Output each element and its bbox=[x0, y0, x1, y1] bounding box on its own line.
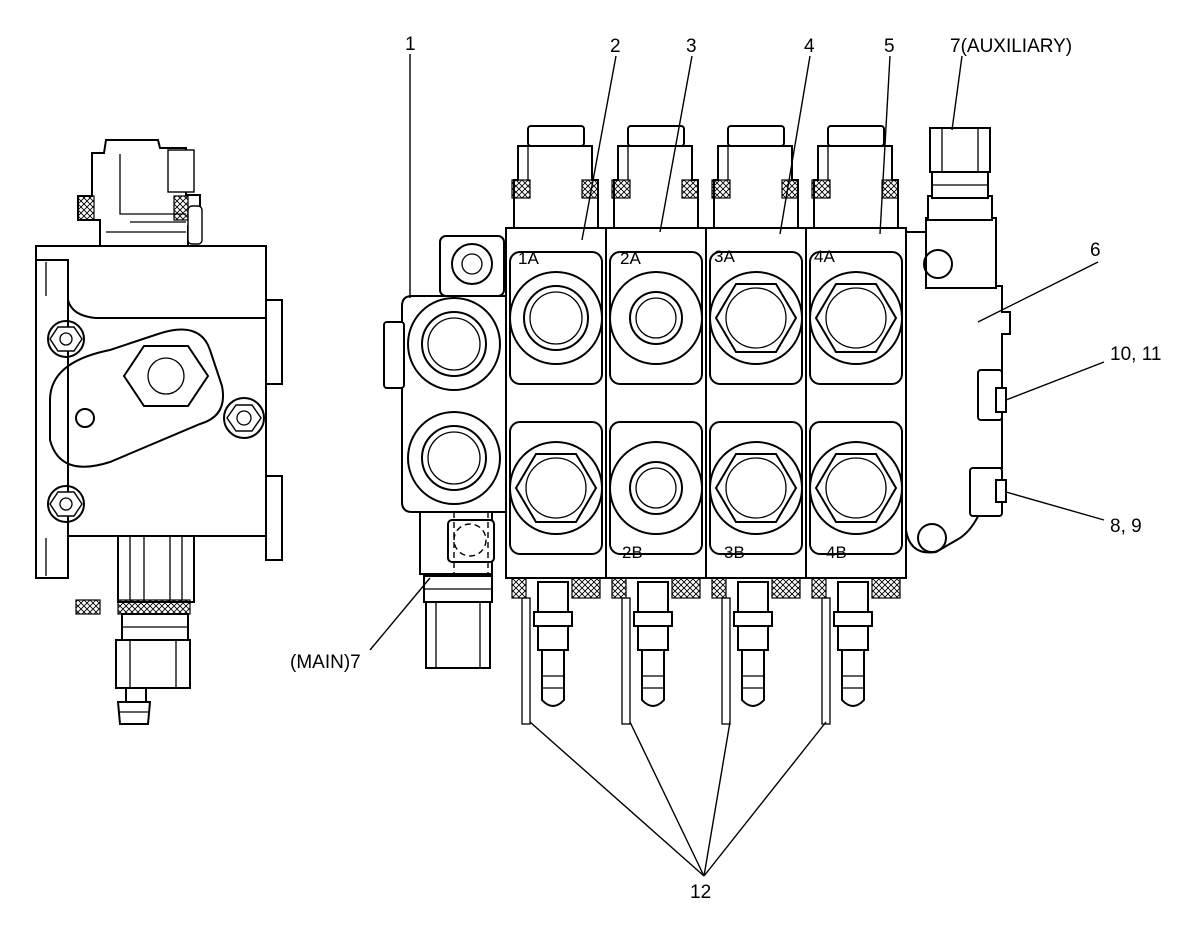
port-2A: 2A bbox=[620, 249, 641, 268]
work-section-3 bbox=[705, 125, 807, 725]
port-2B: 2B bbox=[622, 543, 643, 562]
outlet-section bbox=[905, 127, 1011, 554]
port-1A: 1A bbox=[518, 249, 539, 268]
work-section-4 bbox=[805, 125, 907, 725]
port-labels: 1A 2A 3A 4A 2B 3B 4B bbox=[518, 247, 847, 562]
callout-4: 4 bbox=[804, 36, 815, 57]
main-relief-valve bbox=[419, 511, 495, 669]
callout-6: 6 bbox=[1090, 240, 1101, 261]
callout-1: 1 bbox=[405, 34, 416, 55]
callout-7-auxiliary: 7(AUXILIARY) bbox=[950, 36, 1072, 57]
side-view bbox=[35, 139, 283, 725]
inlet-section bbox=[383, 235, 507, 513]
callout-10-11: 10, 11 bbox=[1110, 344, 1161, 365]
callout-5: 5 bbox=[884, 36, 895, 57]
port-3A: 3A bbox=[714, 247, 735, 266]
callout-3: 3 bbox=[686, 36, 697, 57]
front-view bbox=[383, 125, 1011, 725]
callout-7-main: (MAIN)7 bbox=[290, 652, 361, 673]
work-section-1 bbox=[505, 125, 607, 725]
callout-8-9: 8, 9 bbox=[1110, 516, 1142, 537]
port-4A: 4A bbox=[814, 247, 835, 266]
callout-12: 12 bbox=[690, 882, 711, 903]
port-3B: 3B bbox=[724, 543, 745, 562]
work-section-2 bbox=[605, 125, 707, 725]
leader-lines bbox=[369, 54, 1105, 877]
callout-labels: 1 2 3 4 5 7(AUXILIARY) 6 10, 11 8, 9 (MA… bbox=[290, 34, 1161, 903]
callout-2: 2 bbox=[610, 36, 621, 57]
port-4B: 4B bbox=[826, 543, 847, 562]
